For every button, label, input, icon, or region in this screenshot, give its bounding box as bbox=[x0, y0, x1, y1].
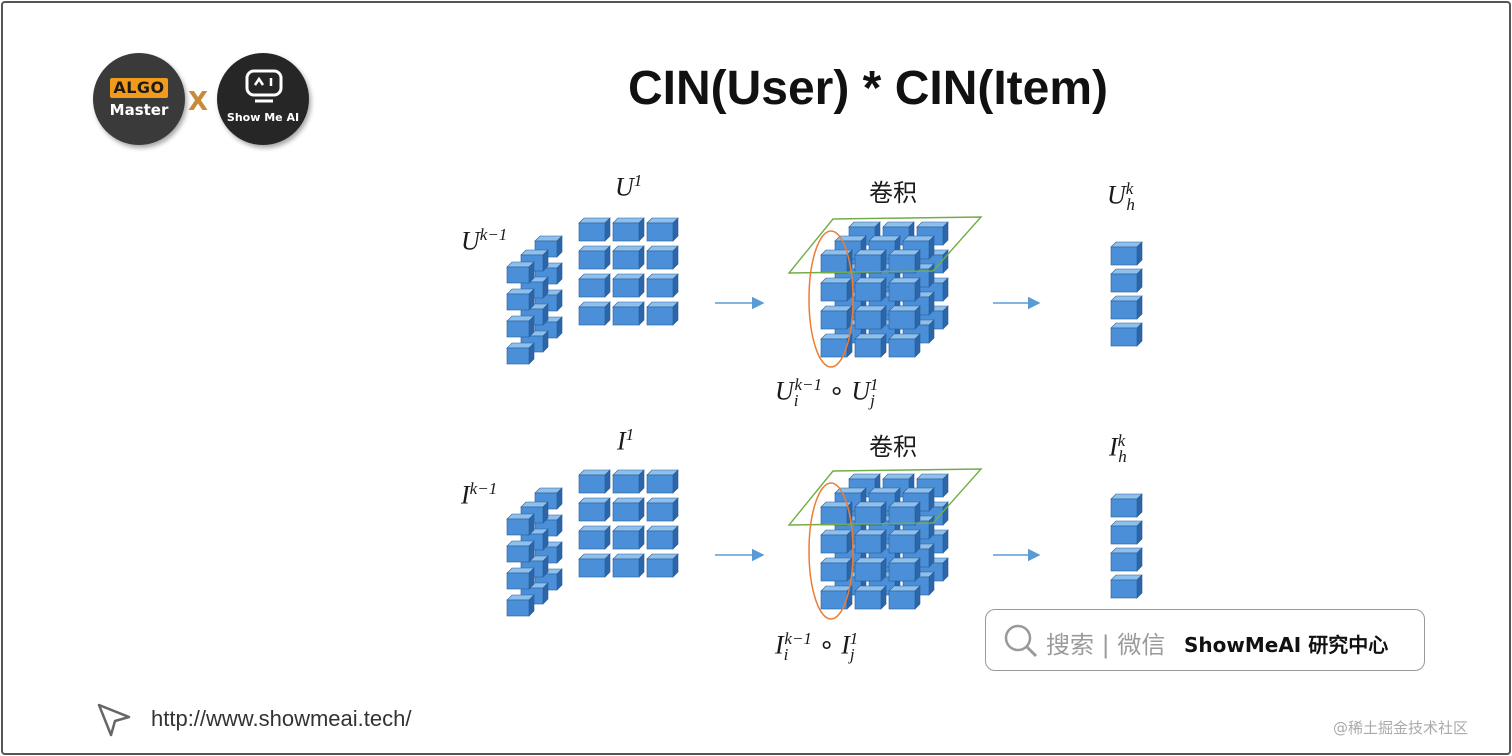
cube bbox=[1110, 241, 1143, 266]
cube bbox=[646, 553, 679, 578]
cube bbox=[820, 277, 853, 302]
search-brand-text: ShowMeAI 研究中心 bbox=[1184, 633, 1389, 657]
cube bbox=[646, 301, 679, 326]
cube bbox=[888, 529, 921, 554]
item-interaction-label: Iik−1 ∘ Ij1 bbox=[775, 629, 859, 664]
cube bbox=[506, 315, 535, 338]
user-output-label: Ukh bbox=[1107, 179, 1135, 214]
cube bbox=[506, 342, 535, 365]
slice-plane bbox=[787, 216, 983, 274]
search-hint-text: 搜索 | 微信 bbox=[1046, 631, 1166, 659]
cube bbox=[1110, 268, 1143, 293]
cube bbox=[612, 273, 645, 298]
cube bbox=[820, 333, 853, 358]
cube bbox=[888, 557, 921, 582]
cube bbox=[1110, 574, 1143, 599]
cube bbox=[854, 249, 887, 274]
page-title: CIN(User) * CIN(Item) bbox=[627, 62, 1109, 115]
website-url[interactable]: http://www.showmeai.tech/ bbox=[151, 706, 412, 731]
cube bbox=[612, 301, 645, 326]
cube bbox=[578, 273, 611, 298]
user-row-diagram bbox=[506, 216, 1143, 368]
cube bbox=[820, 529, 853, 554]
cube bbox=[646, 469, 679, 494]
user-conv-label: 卷积 bbox=[869, 179, 917, 207]
cube bbox=[612, 217, 645, 242]
item-first-layer-label: I1 bbox=[617, 425, 635, 456]
cube bbox=[820, 305, 853, 330]
robot-face-icon bbox=[245, 69, 283, 103]
cube bbox=[612, 553, 645, 578]
cube bbox=[854, 305, 887, 330]
cube bbox=[612, 469, 645, 494]
algo-sub-label: Master bbox=[109, 101, 169, 119]
item-row-diagram bbox=[506, 468, 1143, 620]
cube bbox=[612, 497, 645, 522]
user-first-layer-label: U1 bbox=[615, 171, 643, 202]
cube bbox=[888, 585, 921, 610]
cube bbox=[1110, 493, 1143, 518]
algo-master-logo: ALGO Master bbox=[93, 53, 185, 145]
cube bbox=[578, 497, 611, 522]
search-icon bbox=[1004, 624, 1038, 658]
cube bbox=[506, 540, 535, 563]
wechat-search-box: 搜索 | 微信 ShowMeAI 研究中心 bbox=[985, 609, 1425, 671]
cube bbox=[578, 217, 611, 242]
algo-badge: ALGO bbox=[110, 78, 168, 98]
cube bbox=[578, 553, 611, 578]
item-conv-label: 卷积 bbox=[869, 433, 917, 461]
cube bbox=[854, 557, 887, 582]
cube bbox=[820, 557, 853, 582]
cube bbox=[888, 501, 921, 526]
interaction-ellipse bbox=[808, 230, 854, 368]
item-output-label: Ikh bbox=[1109, 431, 1127, 466]
cin-diagram bbox=[506, 216, 1143, 620]
cube bbox=[888, 305, 921, 330]
cube bbox=[578, 245, 611, 270]
logo-separator: X bbox=[188, 87, 209, 117]
user-prev-layer-label: Uk−1 bbox=[461, 225, 508, 256]
cube bbox=[888, 333, 921, 358]
juejin-watermark: @稀土掘金技术社区 bbox=[1333, 719, 1469, 737]
showmeai-logo: Show Me AI bbox=[217, 53, 309, 145]
cube bbox=[646, 245, 679, 270]
cube bbox=[854, 529, 887, 554]
cube bbox=[506, 261, 535, 284]
cube bbox=[578, 525, 611, 550]
cube bbox=[820, 585, 853, 610]
cube bbox=[888, 277, 921, 302]
cube bbox=[506, 567, 535, 590]
cube bbox=[506, 513, 535, 536]
cube bbox=[1110, 295, 1143, 320]
cube bbox=[1110, 520, 1143, 545]
interaction-ellipse bbox=[808, 482, 854, 620]
cube bbox=[506, 288, 535, 311]
cube bbox=[854, 501, 887, 526]
showmeai-logo-label: Show Me AI bbox=[226, 111, 300, 124]
cube bbox=[578, 469, 611, 494]
cube bbox=[612, 525, 645, 550]
cube bbox=[1110, 322, 1143, 347]
cube bbox=[506, 594, 535, 617]
cube bbox=[854, 333, 887, 358]
item-prev-layer-label: Ik−1 bbox=[461, 479, 498, 510]
cube bbox=[646, 497, 679, 522]
cube bbox=[854, 277, 887, 302]
cube bbox=[1110, 547, 1143, 572]
cube bbox=[578, 301, 611, 326]
cube bbox=[854, 585, 887, 610]
cube bbox=[888, 249, 921, 274]
cube bbox=[646, 525, 679, 550]
cube bbox=[646, 273, 679, 298]
slice-plane bbox=[787, 468, 983, 526]
cube bbox=[646, 217, 679, 242]
cube bbox=[612, 245, 645, 270]
cursor-pointer-icon bbox=[97, 703, 131, 737]
user-interaction-label: Uik−1 ∘ Uj1 bbox=[775, 375, 879, 410]
